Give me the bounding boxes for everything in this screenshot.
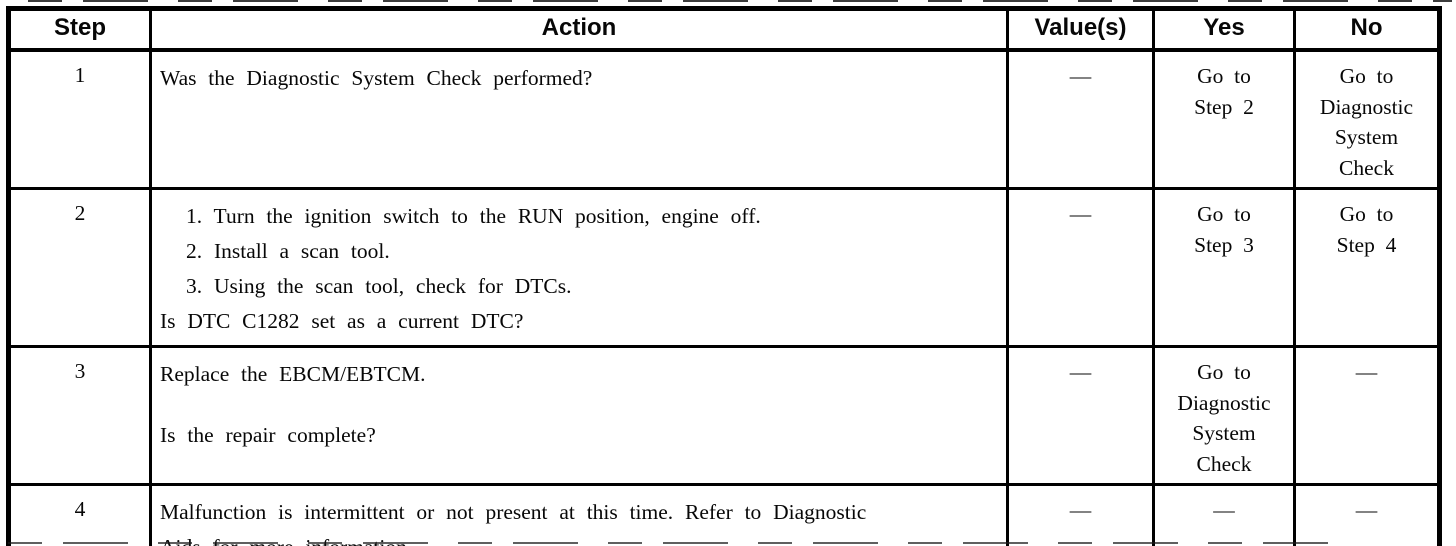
values-cell: —	[1006, 345, 1155, 486]
table-row: 3 Replace the EBCM/EBTCM. Is the repair …	[7, 345, 1441, 486]
yes-cell: Go to Step 2	[1152, 48, 1296, 190]
table-row: 4 Malfunction is intermittent or not pre…	[7, 483, 1441, 546]
header-cell-step: Step	[7, 7, 152, 52]
step-cell: 4	[7, 483, 152, 546]
no-cell: Go to Step 4	[1293, 187, 1441, 348]
step-cell: 2	[7, 187, 152, 348]
action-cell: Replace the EBCM/EBTCM. Is the repair co…	[149, 345, 1009, 486]
no-cell: —	[1293, 345, 1441, 486]
no-cell: Go to Diagnostic System Check	[1293, 48, 1441, 190]
values-cell: —	[1006, 483, 1155, 546]
yes-cell: Go to Step 3	[1152, 187, 1296, 348]
values-cell: —	[1006, 187, 1155, 348]
action-cell: Malfunction is intermittent or not prese…	[149, 483, 1009, 546]
action-instruction: Replace the EBCM/EBTCM.	[160, 362, 426, 386]
yes-cell: —	[1152, 483, 1296, 546]
step-cell: 1	[7, 48, 152, 190]
header-cell-yes: Yes	[1152, 7, 1296, 52]
values-cell: —	[1006, 48, 1155, 190]
action-cell: 1. Turn the ignition switch to the RUN p…	[149, 187, 1009, 348]
scan-artifact-line-top	[28, 0, 1452, 2]
action-step-item: 2. Install a scan tool.	[186, 239, 390, 263]
header-cell-values: Value(s)	[1006, 7, 1155, 52]
header-cell-no: No	[1293, 7, 1441, 52]
table-header-row: Step Action Value(s) Yes No	[7, 7, 1441, 52]
table-row: 2 1. Turn the ignition switch to the RUN…	[7, 187, 1441, 348]
action-question: Is the repair complete?	[160, 423, 376, 447]
yes-cell: Go to Diagnostic System Check	[1152, 345, 1296, 486]
scan-artifact-line-bottom	[8, 542, 1336, 544]
step-cell: 3	[7, 345, 152, 486]
action-question: Is DTC C1282 set as a current DTC?	[160, 309, 524, 333]
no-cell: —	[1293, 483, 1441, 546]
action-step-item: 3. Using the scan tool, check for DTCs.	[186, 274, 572, 298]
action-instruction: Malfunction is intermittent or not prese…	[160, 500, 867, 546]
action-cell: Was the Diagnostic System Check performe…	[149, 48, 1009, 190]
table-row: 1 Was the Diagnostic System Check perfor…	[7, 48, 1441, 190]
action-question: Was the Diagnostic System Check performe…	[160, 66, 593, 90]
header-cell-action: Action	[149, 7, 1009, 52]
action-step-item: 1. Turn the ignition switch to the RUN p…	[186, 204, 761, 228]
diagnostic-table: Step Action Value(s) Yes No 1 Was the Di…	[6, 6, 1442, 546]
